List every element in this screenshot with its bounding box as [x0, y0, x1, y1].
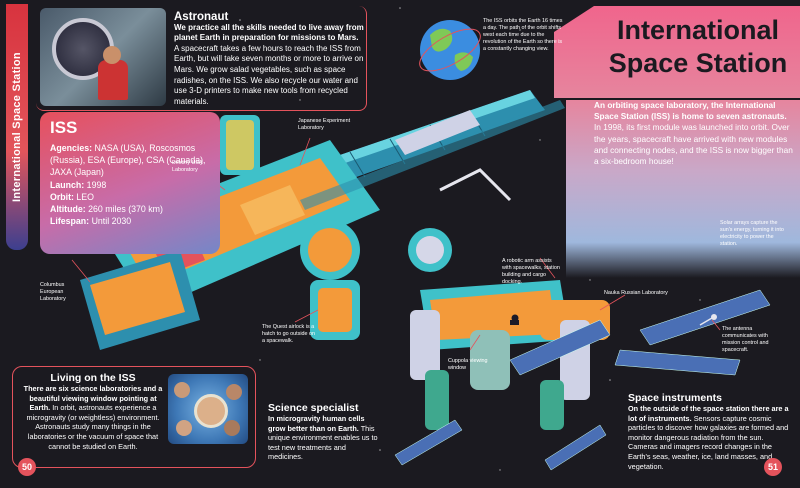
astronaut-heading: Astronaut	[174, 11, 229, 23]
fact-orbit: Orbit: LEO	[50, 191, 212, 203]
antenna	[699, 314, 717, 326]
fact-lifespan: Lifespan: Until 2030	[50, 215, 212, 227]
science-lead: In microgravity human cells grow better …	[268, 414, 365, 433]
astronaut-text: Astronaut We practice all the skills nee…	[174, 11, 364, 107]
solar-arrays-callout: Solar arrays capture the sun's energy, t…	[720, 220, 784, 247]
living-text: Living on the ISS There are six science …	[22, 372, 164, 451]
astronaut-lead: We practice all the skills needed to liv…	[174, 22, 364, 43]
astronaut-head-icon	[103, 46, 121, 64]
living-lead: There are six science laboratories and a…	[23, 384, 163, 413]
central-node	[300, 220, 360, 340]
crew-member-icon	[226, 384, 242, 400]
right-node	[408, 228, 452, 272]
science-heading: Science specialist	[268, 402, 359, 414]
title-gradient-backdrop	[566, 100, 800, 278]
iss-facts-panel: ISS Agencies: NASA (USA), Roscosmos (Rus…	[40, 112, 220, 254]
iss-facts-title: ISS	[50, 118, 78, 137]
instruments-text: Space instruments On the outside of the …	[628, 392, 792, 471]
earth-globe	[419, 20, 481, 80]
japanese-lab-module	[220, 115, 260, 175]
fact-altitude: Altitude: 260 miles (370 km)	[50, 203, 212, 215]
fact-value: 260 miles (370 km)	[88, 204, 163, 215]
quest-airlock-callout: The Quest airlock is a hatch to go outsi…	[262, 324, 316, 344]
radiator-truss	[300, 100, 565, 210]
fact-label: Orbit:	[50, 191, 74, 202]
destiny-lab-callout: Destiny USA Laboratory	[172, 160, 203, 173]
crew-photo	[168, 374, 248, 444]
instruments-lead: On the outside of the space station ther…	[628, 404, 789, 423]
fact-label: Launch:	[50, 179, 85, 190]
iss-facts-list: Agencies: NASA (USA), Roscosmos (Russia)…	[50, 142, 212, 227]
intro-body: In 1998, its first module was launched i…	[594, 122, 793, 167]
fact-value: 1998	[86, 179, 107, 190]
title-line-2: Space Station	[608, 48, 788, 78]
orbit-callout: The ISS orbits the Earth 16 times a day.…	[483, 18, 563, 52]
stars-decoration	[239, 7, 701, 471]
astronaut-panel	[36, 6, 367, 111]
fact-label: Agencies:	[50, 143, 93, 153]
antenna-callout: The antenna communicates with mission co…	[722, 326, 769, 353]
cupola-callout: Cuppola viewing window	[448, 358, 488, 371]
astronaut-body: A spacecraft takes a few hours to reach …	[174, 43, 364, 106]
lower-modules	[425, 370, 564, 430]
side-section-label: International Space Station	[11, 52, 23, 202]
fact-value: LEO	[76, 191, 95, 202]
fact-label: Lifespan:	[50, 216, 90, 227]
crew-member-icon	[176, 420, 192, 436]
fact-value: NASA (USA), Roscosmos (Russia), ESA (Eur…	[50, 143, 206, 178]
crew-member-icon	[174, 382, 190, 398]
robotic-arm-callout: A robotic arm assists with spacewalks, s…	[502, 258, 560, 285]
living-panel	[12, 366, 256, 468]
astronaut-body-icon	[98, 60, 128, 100]
astronaut-photo	[40, 8, 166, 106]
fact-value: Until 2030	[91, 216, 132, 227]
fact-launch: Launch: 1998	[50, 179, 212, 191]
instruments-body: Sensors capture cosmic particles to disc…	[628, 413, 789, 471]
solar-panels	[394, 289, 771, 471]
fact-agencies: Agencies: NASA (USA), Roscosmos (Russia)…	[50, 142, 212, 179]
columbus-module	[80, 250, 200, 350]
science-text: Science specialist In microgravity human…	[268, 402, 382, 462]
instruments-heading: Space instruments	[628, 392, 722, 404]
crew-member-icon	[224, 420, 240, 436]
japanese-lab-callout: Japanese Experiment Laboratory	[298, 118, 351, 131]
title-panel	[554, 6, 800, 98]
page-number-right: 51	[764, 458, 782, 476]
crew-member-icon	[194, 394, 228, 428]
intro-text: An orbiting space laboratory, the Intern…	[594, 100, 794, 167]
page-number-left: 50	[18, 458, 36, 476]
title-line-1: International	[616, 15, 779, 45]
columbus-lab-callout: Columbus European Laboratory	[40, 282, 66, 302]
side-section-tab: International Space Station	[6, 4, 28, 250]
fact-label: Altitude:	[50, 204, 86, 215]
living-heading: Living on the ISS	[50, 372, 136, 384]
page-title: International Space Station	[600, 14, 796, 80]
robotic-arm	[439, 168, 512, 202]
science-body: This unique environment enables us to te…	[268, 423, 378, 462]
living-body: In orbit, astronauts experience a microg…	[26, 403, 160, 451]
nauka-lab-callout: Nauka Russian Laboratory	[604, 290, 668, 296]
intro-lead: An orbiting space laboratory, the Intern…	[594, 100, 787, 122]
